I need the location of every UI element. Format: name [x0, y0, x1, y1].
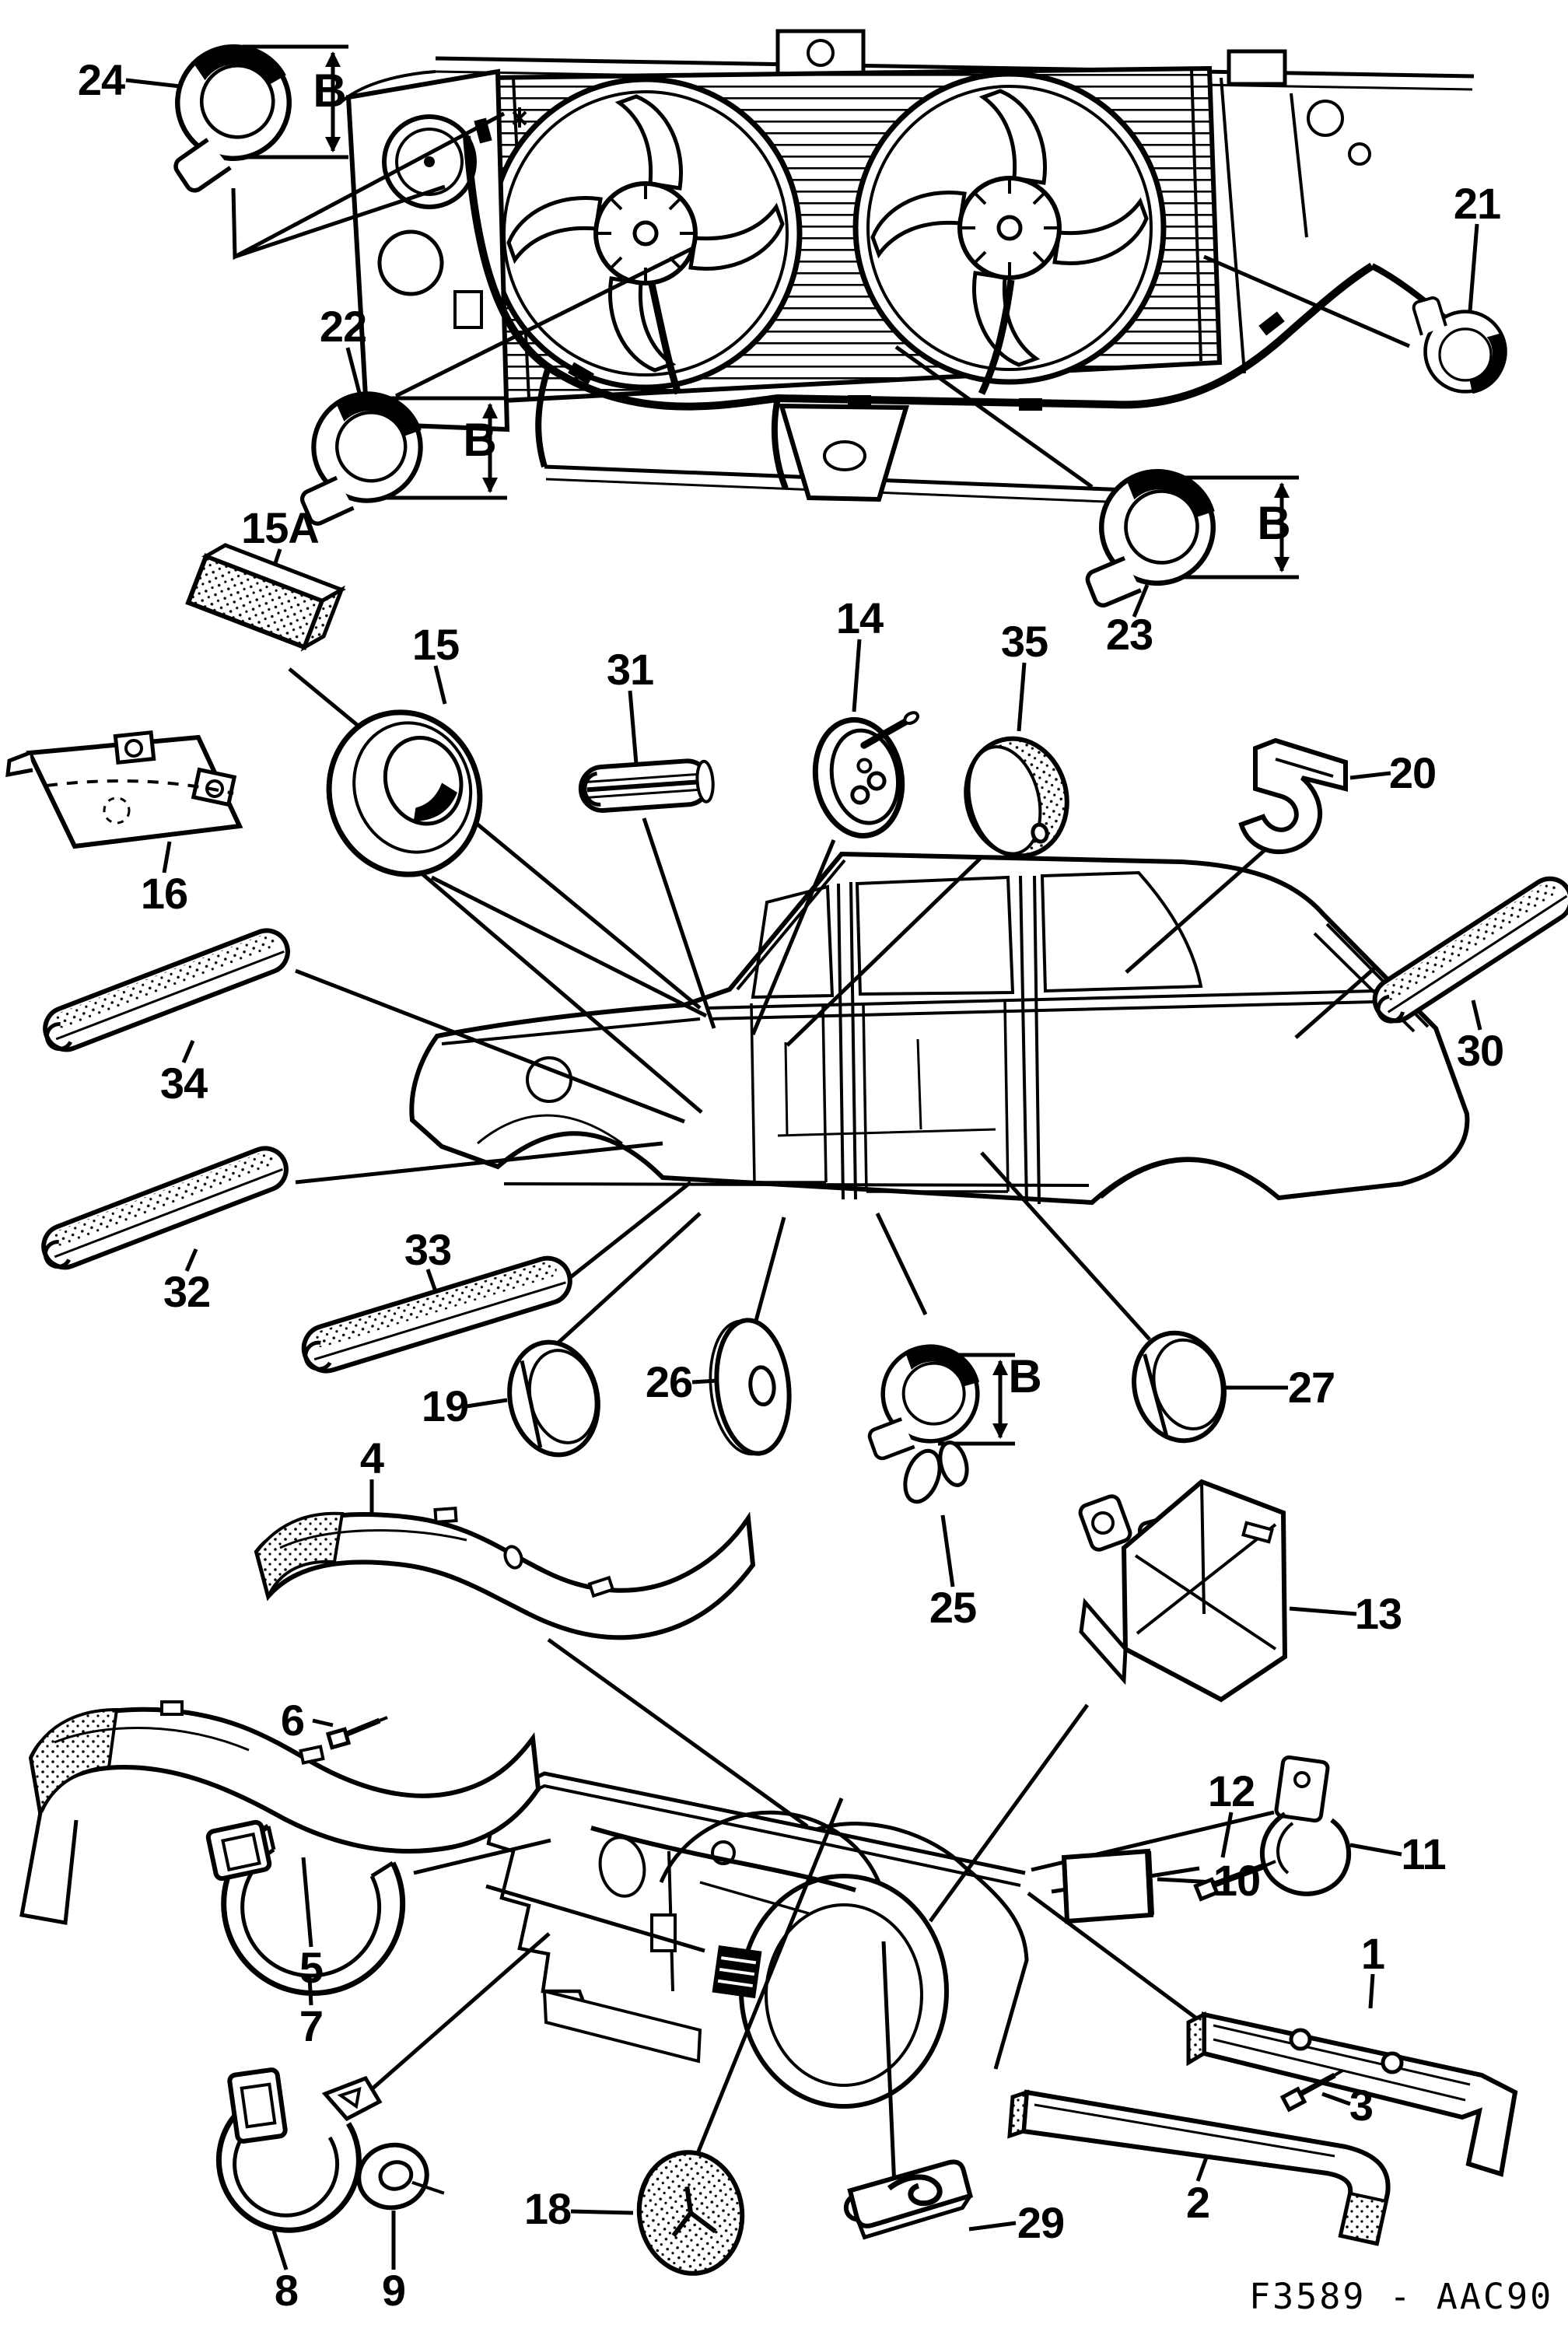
strip-33-drawing: [301, 1255, 572, 1374]
callout-10: 10: [1213, 1856, 1261, 1905]
callout-27: 27: [1287, 1363, 1335, 1412]
callout-34: 34: [159, 1059, 208, 1108]
duct-4-drawing: [254, 1506, 756, 1640]
dim-label-b-25: B: [1008, 1350, 1042, 1402]
clip-21-drawing: [1414, 298, 1507, 394]
callout-24: 24: [77, 55, 125, 104]
plug-19-drawing: [507, 1339, 600, 1458]
figure-code: F3589 - AAC90: [1249, 2276, 1554, 2317]
rail-1-drawing: [1186, 2011, 1518, 2177]
callout-35: 35: [1000, 617, 1048, 666]
pad-10-drawing: [1061, 1848, 1154, 1924]
plug-18-drawing: [636, 2150, 745, 2276]
callout-22: 22: [319, 302, 367, 351]
callout-8: 8: [274, 2266, 299, 2315]
callout-31: 31: [606, 645, 654, 694]
callout-18: 18: [523, 2184, 572, 2233]
bracket-13-drawing: [1078, 1479, 1288, 1703]
hook-clip-11-drawing: [1260, 1755, 1351, 1896]
callout-21: 21: [1453, 179, 1501, 228]
callout-4: 4: [359, 1434, 384, 1483]
speednut-29-drawing: [843, 2159, 974, 2240]
screw-12-drawing: [1193, 1860, 1276, 1902]
callout-30: 30: [1456, 1026, 1504, 1075]
grommet-14-drawing: [812, 711, 920, 838]
rear-quarter-drawing: [486, 1771, 1029, 2109]
clamp-7-drawing: [205, 1819, 406, 1996]
callout-15: 15: [411, 620, 460, 669]
callout-14: 14: [835, 593, 884, 642]
callout-23: 23: [1105, 610, 1153, 659]
callout-5: 5: [299, 1943, 324, 1992]
grommet-15-drawing: [326, 709, 483, 877]
callout-13: 13: [1354, 1589, 1402, 1638]
callout-26: 26: [645, 1357, 693, 1406]
dim-label-b-23: B: [1257, 497, 1291, 549]
front-assembly-drawing: [341, 29, 1475, 506]
grommet-26-drawing: [709, 1318, 792, 1456]
dim-label-b-24: B: [313, 65, 347, 117]
pad-15a-drawing: [185, 543, 346, 652]
sill-2-drawing: [1007, 2089, 1391, 2246]
callout-25: 25: [929, 1583, 977, 1632]
callout-33: 33: [404, 1225, 452, 1274]
clamp-8-drawing: [215, 2067, 383, 2233]
clip-24-drawing: [145, 30, 312, 194]
callout-9: 9: [381, 2266, 406, 2315]
dim-label-b-22: B: [463, 414, 497, 466]
plug-35-drawing: [964, 736, 1069, 859]
callout-15a: 15A: [241, 503, 320, 552]
callout-19: 19: [421, 1381, 469, 1430]
callout-12: 12: [1207, 1766, 1255, 1815]
screw-6-drawing: [325, 1716, 388, 1750]
strip-34-drawing: [43, 928, 290, 1052]
clip-20-drawing: [1238, 737, 1348, 855]
callout-29: 29: [1017, 2198, 1065, 2247]
plug-27-drawing: [1132, 1330, 1227, 1444]
screw-3-drawing: [1279, 2069, 1344, 2113]
callout-16: 16: [140, 869, 188, 918]
callout-6: 6: [280, 1696, 305, 1745]
strip-32-drawing: [41, 1146, 289, 1270]
callout-3: 3: [1349, 2081, 1374, 2130]
sleeve-31-drawing: [578, 758, 715, 813]
call out-20: 20: [1388, 748, 1437, 797]
duct-5-drawing: [19, 1700, 541, 1925]
strip-30-drawing: [1372, 876, 1568, 1024]
leader-lines: [125, 78, 1482, 2270]
callout-1: 1: [1360, 1929, 1385, 1978]
callout-7: 7: [299, 2001, 324, 2050]
callout-11: 11: [1401, 1829, 1446, 1878]
clip-25-drawing: [863, 1342, 984, 1504]
callout-2: 2: [1185, 2178, 1210, 2227]
bracket-16-drawing: [5, 730, 243, 849]
clip-23-drawing: [1077, 464, 1223, 607]
callout-32: 32: [163, 1267, 211, 1316]
washer-9-drawing: [356, 2142, 445, 2211]
